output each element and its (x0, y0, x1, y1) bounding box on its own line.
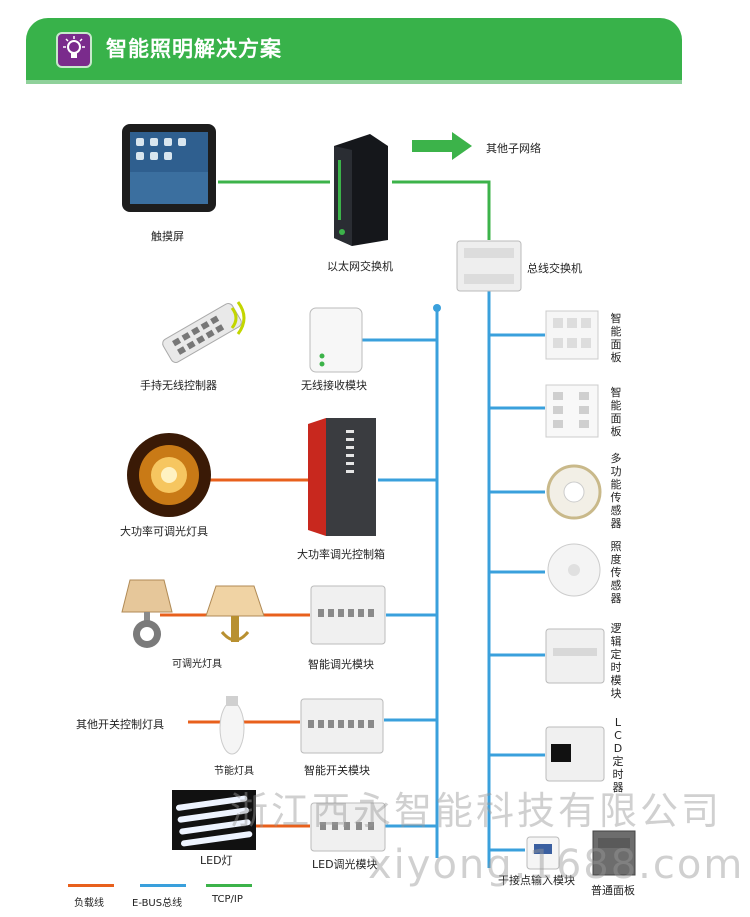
dimming-module-device (310, 585, 386, 649)
smart-panel-label-1: 智能面板 (610, 312, 622, 364)
wireless-receiver-label: 无线接收模块 (301, 379, 367, 392)
ethernet-switch-device (330, 130, 392, 252)
bus-node (433, 304, 441, 312)
other-switch-lamp-label: 其他开关控制灯具 (76, 718, 164, 731)
smart-panel-device-2 (545, 384, 599, 442)
legend-load-label: 负载线 (74, 898, 104, 909)
high-power-box-device (306, 416, 378, 542)
smart-panel-label-2: 智能面板 (610, 386, 622, 438)
normal-panel-label: 普通面板 (591, 884, 635, 897)
dimming-module-label: 智能调光模块 (308, 658, 374, 671)
legend-tcp-swatch (206, 884, 252, 887)
legend-bus-swatch (140, 884, 186, 887)
remote-label: 手持无线控制器 (140, 379, 217, 392)
arrow-right-icon (412, 132, 472, 160)
remote-control-device (152, 298, 252, 372)
normal-panel-device (592, 830, 636, 880)
touchscreen-label: 触摸屏 (151, 230, 184, 243)
watermark-url: xiyong.1688.com (368, 842, 745, 888)
ethernet-switch-label: 以太网交换机 (327, 260, 393, 273)
logic-timer-label: 逻辑定时模块 (610, 622, 622, 700)
lcd-timer-device (545, 726, 605, 786)
touchscreen-device (120, 122, 218, 218)
page-title: 智能照明解决方案 (106, 37, 282, 61)
wall-lamp-device (204, 576, 266, 654)
led-dimming-module-label: LED调光模块 (312, 858, 378, 871)
switch-module-device (300, 698, 384, 758)
other-subnet-label: 其他子网络 (486, 142, 541, 155)
lightbulb-icon (56, 32, 92, 68)
led-tube-lamp-device (172, 790, 256, 854)
lux-sensor-label: 照度传感器 (610, 540, 622, 605)
tcp-line (392, 180, 491, 240)
high-power-box-label: 大功率调光控制箱 (297, 548, 385, 561)
lcd-timer-label: LCD定时器 (612, 716, 624, 794)
dimmable-lamp-label: 可调光灯具 (172, 659, 222, 670)
chandelier-lamp-device (126, 432, 212, 522)
smart-panel-device-1 (545, 310, 599, 364)
bus-switch-label: 总线交换机 (527, 262, 582, 275)
watermark-company: 浙江西永智能科技有限公司 (230, 789, 723, 833)
logic-timer-device (545, 628, 605, 688)
multi-sensor-device (546, 464, 602, 524)
switch-module-label: 智能开关模块 (304, 764, 370, 777)
legend-tcp-label: TCP/IP (212, 894, 243, 905)
legend-bus-label: E-BUS总线 (132, 898, 183, 909)
lux-sensor-device (546, 542, 602, 602)
multi-sensor-label: 多功能传感器 (610, 452, 622, 530)
led-lamp-label: LED灯 (200, 854, 233, 867)
energy-lamp-device (218, 694, 246, 762)
wireless-receiver-device (308, 306, 364, 378)
high-power-lamp-label: 大功率可调光灯具 (120, 525, 208, 538)
dry-contact-device (526, 836, 560, 874)
table-lamp-device (120, 578, 174, 654)
bus-switch-device (456, 240, 522, 296)
led-dimming-module-device (310, 802, 386, 856)
legend-load-swatch (68, 884, 114, 887)
dry-contact-label: 干接点输入模块 (498, 874, 575, 887)
header-banner: 智能照明解决方案 (26, 18, 682, 84)
energy-lamp-label: 节能灯具 (214, 766, 254, 777)
